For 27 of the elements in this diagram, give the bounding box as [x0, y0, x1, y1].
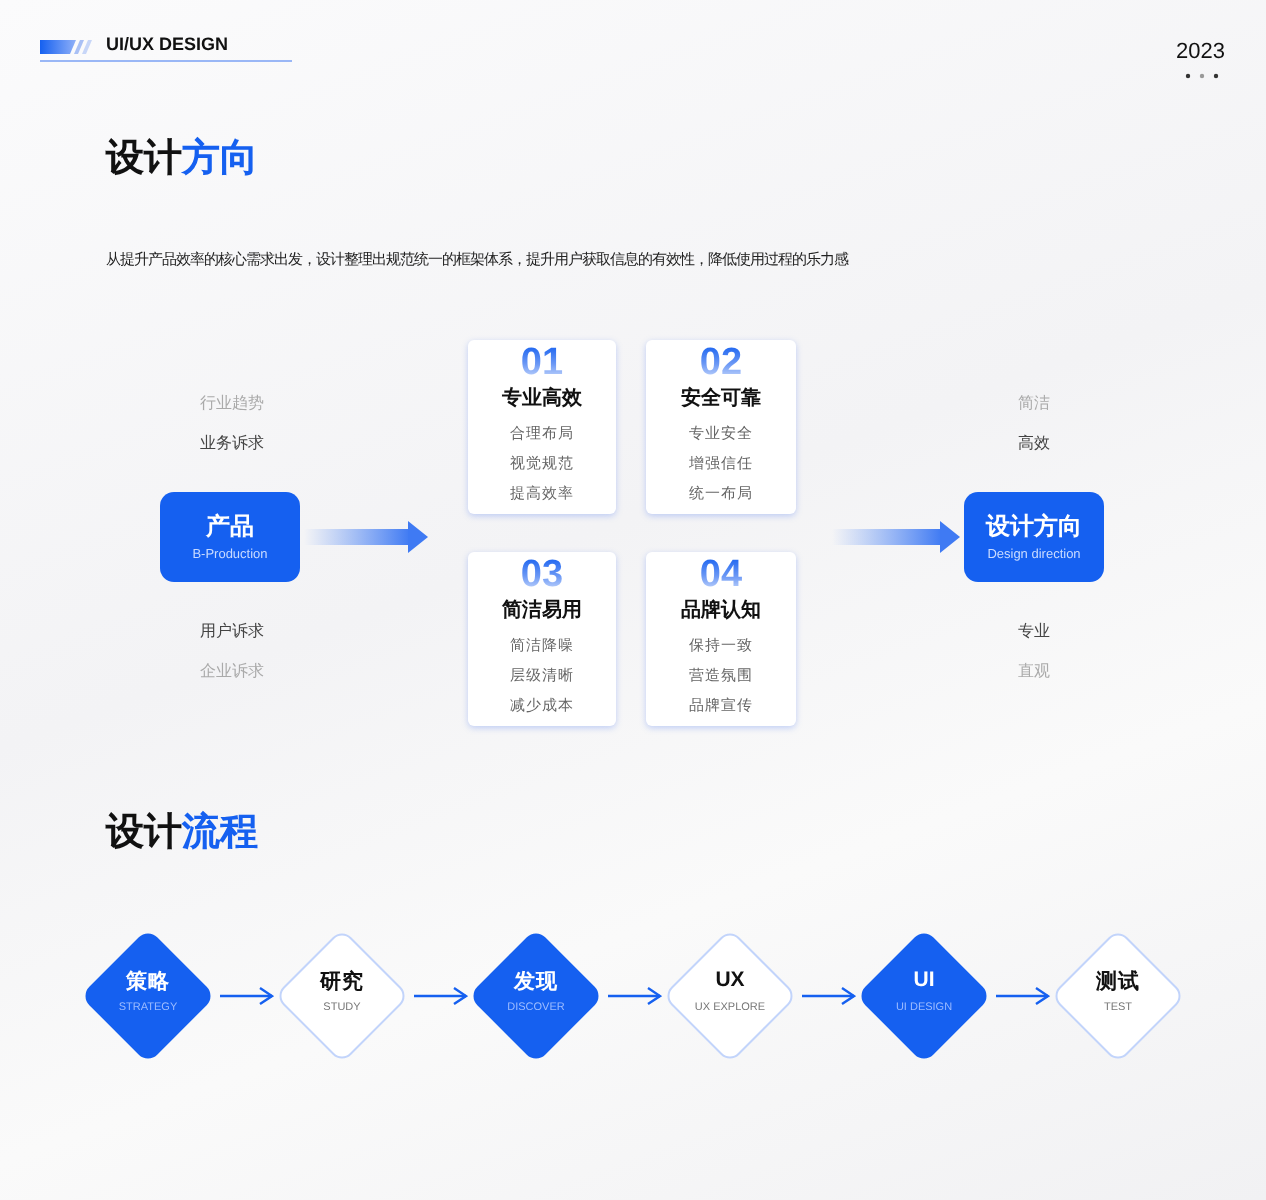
feature-card — [646, 552, 796, 726]
feature-card — [646, 340, 796, 514]
card-title: 安全可靠 — [681, 384, 761, 412]
arrow — [802, 986, 856, 1006]
keyword-text: 业务诉求 — [200, 432, 264, 454]
arrow — [220, 986, 274, 1006]
feature-card — [468, 340, 616, 514]
keyword-text: 高效 — [1018, 432, 1050, 454]
keyword-text: 简洁 — [1018, 392, 1050, 414]
card-title: 简洁易用 — [502, 597, 582, 624]
keyword-text: 专业 — [1018, 620, 1050, 642]
card-title: 品牌认知 — [681, 597, 761, 624]
section-title: 设计方向 — [106, 135, 258, 184]
header-text: UI/UX DESIGN — [106, 34, 229, 54]
year-text: 2023 — [1176, 40, 1225, 64]
arrow — [414, 986, 468, 1006]
arrow — [608, 986, 662, 1006]
feature-card — [468, 552, 616, 726]
arrow — [996, 986, 1050, 1006]
keyword-text: 企业诉求 — [200, 660, 264, 682]
arrow — [832, 521, 960, 553]
keyword-text: 行业趋势 — [200, 392, 264, 414]
arrow — [304, 521, 428, 553]
keyword-text: 直观 — [1018, 660, 1050, 682]
section-title: 设计流程 — [106, 809, 258, 858]
card-title: 专业高效 — [502, 384, 582, 412]
keyword-text: 用户诉求 — [200, 620, 264, 642]
